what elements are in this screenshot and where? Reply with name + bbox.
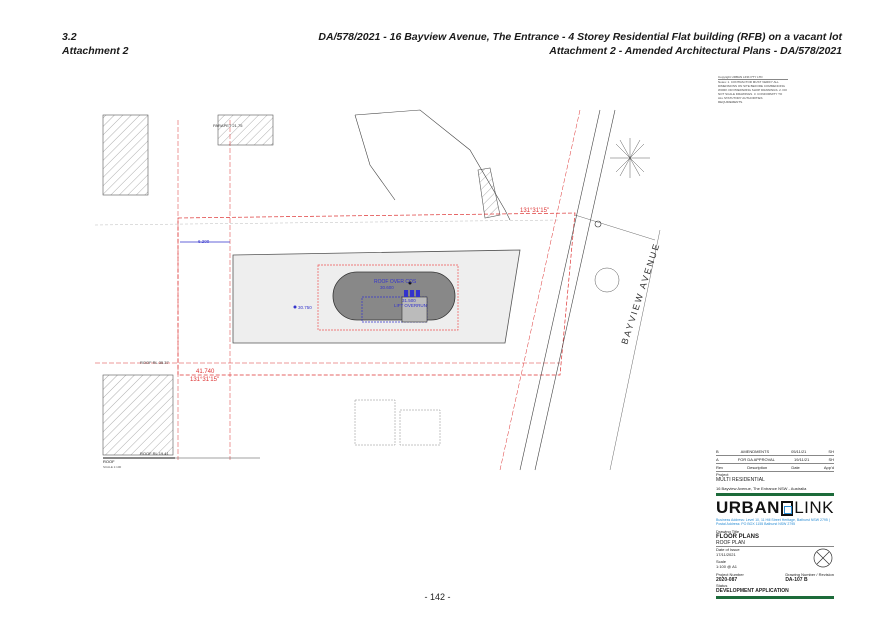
svg-text:ROOF RL 19.41: ROOF RL 19.41	[140, 451, 170, 456]
svg-text:30.600: 30.600	[380, 285, 394, 290]
north-arrow-icon	[813, 548, 833, 568]
svg-text:6.200: 6.200	[198, 239, 210, 244]
svg-text:131°31'15": 131°31'15"	[520, 208, 549, 214]
roof-drawing-title: ROOF	[103, 459, 115, 464]
svg-text:131°31'15": 131°31'15"	[190, 377, 219, 383]
lift-overrun-label: LIFT OVERRUN	[394, 303, 427, 308]
neighbour-building-bottom-left	[102, 374, 174, 456]
document-title: DA/578/2021 - 16 Bayview Avenue, The Ent…	[318, 31, 842, 43]
svg-text:30.750: 30.750	[298, 305, 312, 310]
neighbour-building-top-left	[102, 114, 149, 196]
svg-text:PARAPET 21.75: PARAPET 21.75	[213, 123, 243, 128]
svg-text:ROOF RL 35.37: ROOF RL 35.37	[140, 360, 170, 365]
svg-text:41.740: 41.740	[196, 369, 215, 375]
street-name: BAYVIEW AVENUE	[619, 241, 661, 346]
svg-text:31.500: 31.500	[402, 298, 416, 303]
roof-over-cos-label: ROOF OVER COS	[374, 279, 417, 285]
lift-overrun	[401, 296, 428, 323]
drawing-title: FLOOR PLANS	[716, 534, 759, 540]
status: DEVELOPMENT APPLICATION	[716, 588, 789, 594]
project-name: MULTI RESIDENTIAL	[716, 477, 765, 483]
document-subtitle: Attachment 2 - Amended Architectural Pla…	[549, 45, 842, 57]
svg-text:SCALE 1:100: SCALE 1:100	[103, 465, 122, 469]
drawing-notes: Copyright URBAN LINK PTY LTD Notes: 1. C…	[718, 75, 788, 104]
page-number: - 142 -	[424, 592, 451, 602]
attachment-label: Attachment 2	[62, 45, 129, 57]
neighbour-building-top	[217, 114, 274, 146]
item-number: 3.2	[62, 31, 77, 43]
